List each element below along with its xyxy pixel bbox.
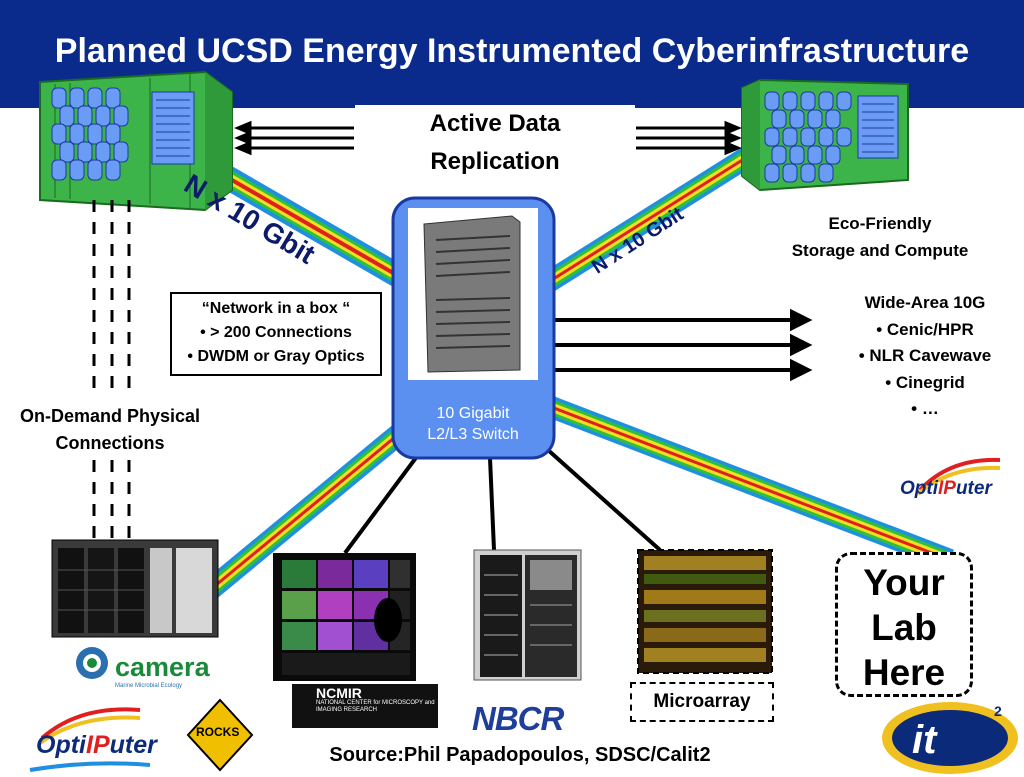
it2-logo-text: it — [912, 718, 937, 762]
wide-area-item: • Cenic/HPR — [876, 319, 974, 339]
eco-line1: Eco-Friendly — [828, 214, 932, 233]
tiled-display-image — [273, 553, 416, 681]
eco-label: Eco-Friendly Storage and Compute — [770, 210, 990, 264]
nib-item: • DWDM or Gray Optics — [187, 348, 365, 365]
network-in-a-box-callout: “Network in a box “ • > 200 Connections … — [170, 292, 382, 376]
wide-area-arrows — [555, 308, 813, 382]
eco-line2: Storage and Compute — [791, 241, 969, 260]
on-demand-line2: Connections — [55, 433, 165, 453]
opti-part-c: uter — [109, 731, 157, 759]
switch-label: 10 Gigabit L2/L3 Switch — [408, 403, 538, 445]
on-demand-dashed-lines — [92, 200, 131, 545]
site-links — [343, 448, 662, 555]
rocks-logo-text: ROCKS — [196, 725, 240, 739]
server-racks-image — [51, 539, 219, 638]
your-lab-line1: Your — [863, 562, 945, 603]
opti-part-b: IP — [938, 478, 956, 499]
nbcr-logo: NBCR — [472, 700, 564, 737]
nib-title: “Network in a box “ — [201, 300, 351, 317]
your-lab-line2: Lab — [871, 607, 937, 648]
your-lab-line3: Here — [862, 652, 946, 693]
opti-part-b: IP — [86, 731, 110, 759]
it2-logo-superscript: 2 — [994, 703, 1002, 719]
replication-line2: Replication — [430, 148, 560, 175]
ncmir-logo: NCMIR — [292, 684, 438, 728]
replication-label: Active Data Replication — [355, 105, 635, 187]
camera-logo-subtitle: Marine Microbial Ecology — [115, 683, 183, 689]
on-demand-line1: On-Demand Physical — [19, 406, 201, 426]
switch-line2: L2/L3 Switch — [427, 426, 519, 443]
camera-logo-text: camera — [115, 652, 210, 682]
optiputer-logo-right: OptiIPuter — [900, 478, 992, 500]
opti-part-a: Opti — [36, 731, 86, 759]
on-demand-label: On-Demand Physical Connections — [5, 403, 215, 457]
storage-container-right — [741, 78, 909, 192]
wide-area-item: • … — [911, 399, 939, 418]
replication-arrows-left — [234, 120, 354, 156]
optiputer-logo-left: OptiIPuter — [36, 731, 157, 760]
compute-rack-image — [473, 549, 582, 681]
wide-area-title: Wide-Area 10G — [864, 293, 986, 312]
wide-area-label: Wide-Area 10G • Cenic/HPR • NLR Cavewave… — [820, 290, 1024, 423]
switch-line1: 10 Gigabit — [436, 405, 510, 422]
opti-part-a: Opti — [900, 478, 938, 499]
wide-area-item: • NLR Cavewave — [858, 346, 992, 365]
nib-item: • > 200 Connections — [200, 324, 352, 341]
ncmir-logo-subtitle: NATIONAL CENTER for MICROSCOPY and IMAGI… — [316, 700, 435, 713]
it2-logo — [882, 702, 1018, 774]
optiputer-logo-icon — [29, 457, 1001, 772]
wide-area-item: • Cinegrid — [885, 372, 965, 392]
source-credit: Source:Phil Papadopoulos, SDSC/Calit2 — [329, 744, 711, 766]
switch-box — [391, 196, 556, 460]
microarray-label: Microarray — [630, 682, 774, 722]
replication-arrows-right — [636, 120, 742, 156]
your-lab-box: Your Lab Here — [835, 552, 973, 697]
replication-line1: Active Data — [429, 110, 561, 137]
camera-logo-icon — [76, 647, 108, 679]
microarray-image — [637, 549, 773, 674]
page-title: Planned UCSD Energy Instrumented Cyberin… — [54, 32, 970, 70]
rocks-logo — [186, 698, 254, 772]
opti-part-c: uter — [955, 478, 992, 499]
storage-container-left — [39, 70, 233, 212]
